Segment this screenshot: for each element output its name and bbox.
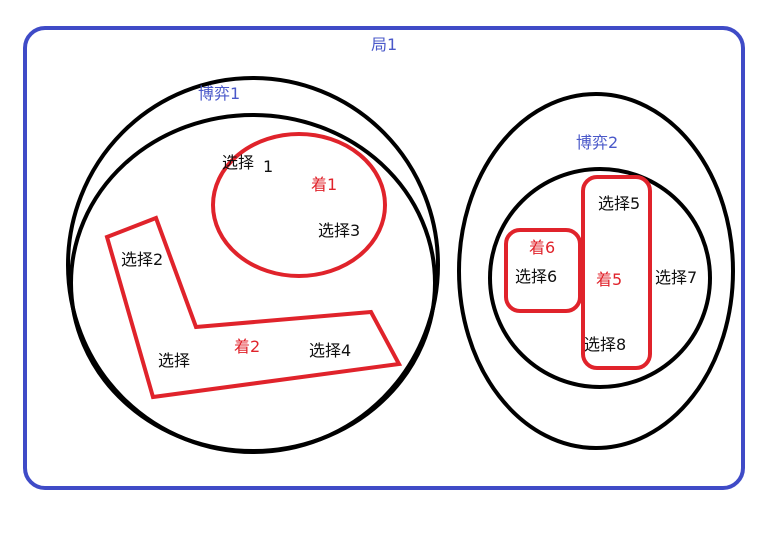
game2-label: 博弈2 [576, 133, 618, 152]
choice-label-8: 选择8 [584, 335, 626, 354]
move1-label: 着1 [311, 175, 337, 194]
choice-label-3: 选择3 [318, 221, 360, 240]
choice-label-1a: 选择 [222, 153, 254, 172]
move6-box [504, 228, 582, 313]
game1-label: 博弈1 [198, 84, 240, 103]
choice-label-left: 选择 [158, 351, 190, 370]
move2-shape [104, 215, 403, 400]
move6-label: 着6 [529, 238, 555, 257]
move1-ellipse [211, 132, 387, 278]
round-title: 局1 [371, 35, 397, 54]
move5-box [581, 175, 652, 370]
choice-label-2: 选择2 [121, 250, 163, 269]
choice-label-1b: 1 [263, 157, 273, 176]
move2-label: 着2 [234, 337, 260, 356]
round-frame [23, 26, 745, 490]
move5-label: 着5 [596, 270, 622, 289]
game1-inner-ellipse [69, 113, 437, 453]
game2-inner-ellipse [488, 167, 712, 389]
choice-label-5: 选择5 [598, 194, 640, 213]
choice-label-6: 选择6 [515, 267, 557, 286]
game2-outer-ellipse [457, 92, 735, 450]
choice-label-4: 选择4 [309, 341, 351, 360]
choice-label-7: 选择7 [655, 268, 697, 287]
